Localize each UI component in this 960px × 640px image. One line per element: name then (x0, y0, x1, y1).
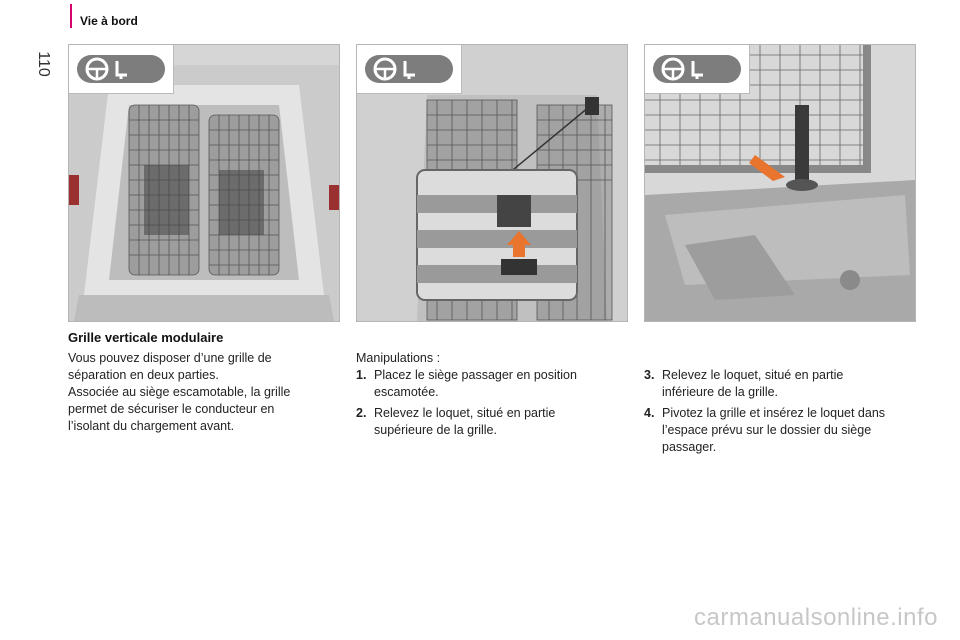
intro-paragraph: Vous pouvez disposer d’une grille de sép… (68, 350, 338, 435)
step-line: Relevez le loquet, situé en partie (374, 406, 556, 420)
step-line: supérieure de la grille. (374, 423, 497, 437)
van-interior-illustration (69, 45, 339, 321)
lower-latch-illustration (645, 45, 915, 321)
section-marker (70, 4, 72, 28)
step-line: Pivotez la grille et insérez le loquet d… (662, 406, 886, 420)
intro-line: l’isolant du chargement avant. (68, 419, 235, 433)
step-number: 3. (644, 368, 655, 382)
manipulations-label: Manipulations : (356, 351, 441, 365)
section-heading: Grille verticale modulaire (68, 330, 224, 345)
step-line: Placez le siège passager en position (374, 368, 577, 382)
steering-wheel-seat-icon (357, 45, 462, 94)
section-title: Vie à bord (80, 14, 138, 28)
step-number: 2. (356, 406, 367, 420)
intro-line: séparation en deux parties. (68, 368, 219, 382)
step-line: inférieure de la grille. (662, 385, 779, 399)
step-1: 1. Placez le siège passager en position … (356, 367, 610, 401)
steering-wheel-seat-icon (645, 45, 750, 94)
step-number: 4. (644, 406, 655, 420)
figure-lower-latch (644, 44, 916, 322)
watermark: carmanualsonline.info (694, 604, 938, 631)
intro-line: Vous pouvez disposer d’une grille de (68, 351, 272, 365)
upper-latch-illustration (357, 45, 627, 321)
step-line: escamotée. (374, 385, 439, 399)
step-4: 4. Pivotez la grille et insérez le loque… (644, 405, 922, 456)
step-number: 1. (356, 368, 367, 382)
steering-wheel-seat-icon (69, 45, 174, 94)
intro-line: permet de sécuriser le conducteur en (68, 402, 275, 416)
intro-line: Associée au siège escamotable, la grille (68, 385, 291, 399)
step-line: passager. (662, 440, 717, 454)
step-2: 2. Relevez le loquet, situé en partie su… (356, 405, 610, 439)
step-line: Relevez le loquet, situé en partie (662, 368, 844, 382)
figure-upper-latch (356, 44, 628, 322)
step-3: 3. Relevez le loquet, situé en partie in… (644, 367, 898, 401)
page-number: 110 (35, 51, 52, 77)
figure-grille-overview (68, 44, 340, 322)
step-line: l’espace prévu sur le dossier du siège (662, 423, 872, 437)
